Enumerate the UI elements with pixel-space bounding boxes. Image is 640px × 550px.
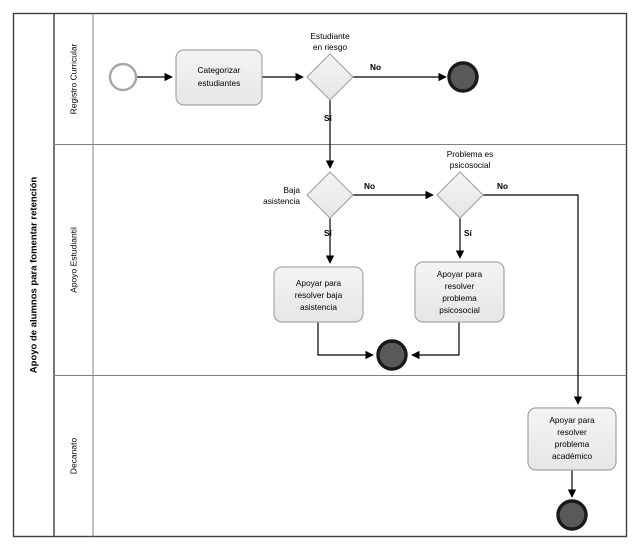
- task-psicosocial-line-2: resolver: [445, 281, 475, 291]
- task-academico-line-3: problema: [555, 439, 590, 449]
- gateway-psicosocial-label-line-1: Problema es: [447, 149, 494, 159]
- flow-label-baja-no: No: [364, 181, 375, 191]
- end-event-bottom[interactable]: [556, 499, 588, 531]
- flow-label-riesgo-no: No: [370, 62, 381, 72]
- task-categorizar-line-2: estudiantes: [198, 78, 240, 88]
- flow-label-baja-si: Sí: [324, 228, 333, 238]
- task-academico-line-4: académico: [552, 451, 593, 461]
- task-categorizar-line-1: Categorizar: [198, 65, 241, 75]
- lane-label-registro-curricular: Registro Curricular: [68, 43, 78, 114]
- pool-frame: [12, 12, 628, 538]
- task-baja-line-2: resolver baja: [295, 290, 343, 300]
- flow-task-psicosocial-to-end-middle: [411, 322, 460, 360]
- gateway-problema-psicosocial[interactable]: Problema es psicosocial: [436, 149, 494, 219]
- gateway-psicosocial-label-line-2: psicosocial: [450, 160, 491, 170]
- task-psicosocial-line-3: problema: [442, 293, 477, 303]
- task-apoyar-baja-asistencia[interactable]: Apoyar para resolver baja asistencia: [273, 266, 364, 323]
- flow-label-psicosocial-si: Sí: [464, 228, 473, 238]
- lane-label-apoyo-estudiantil: Apoyo Estudiantil: [68, 227, 78, 293]
- flow-psicosocial-no-to-task-academico: [483, 194, 583, 405]
- gateway-estudiante-en-riesgo[interactable]: Estudiante en riesgo: [306, 31, 354, 101]
- gateway-baja-label-line-1: Baja: [283, 185, 300, 195]
- task-apoyar-problema-academico[interactable]: Apoyar para resolver problema académico: [527, 407, 617, 471]
- task-apoyar-problema-psicosocial[interactable]: Apoyar para resolver problema psicosocia…: [414, 261, 505, 323]
- gateway-baja-label-line-2: asistencia: [263, 196, 300, 206]
- flow-task-baja-to-end-middle: [317, 322, 374, 360]
- pool-title: Apoyo de alumnos para fomentar retención: [29, 177, 40, 374]
- task-academico-line-1: Apoyar para: [549, 415, 595, 425]
- task-baja-line-1: Apoyar para: [296, 278, 342, 288]
- end-event-middle[interactable]: [376, 339, 408, 371]
- task-academico-line-2: resolver: [557, 427, 587, 437]
- gateway-baja-asistencia[interactable]: Baja asistencia: [263, 171, 354, 219]
- gateway-riesgo-label-line-1: Estudiante: [310, 31, 350, 41]
- end-event-top[interactable]: [447, 61, 479, 93]
- start-event[interactable]: [108, 62, 138, 92]
- task-psicosocial-line-4: psicosocial: [439, 305, 480, 315]
- task-categorizar-estudiantes[interactable]: Categorizar estudiantes: [175, 49, 263, 106]
- flow-label-psicosocial-no: No: [497, 181, 508, 191]
- task-psicosocial-line-1: Apoyar para: [437, 269, 483, 279]
- task-baja-line-3: asistencia: [300, 302, 337, 312]
- lane-label-decanato: Decanato: [68, 438, 78, 475]
- flow-label-riesgo-si: Sí: [324, 113, 333, 123]
- gateway-riesgo-label-line-2: en riesgo: [313, 42, 348, 52]
